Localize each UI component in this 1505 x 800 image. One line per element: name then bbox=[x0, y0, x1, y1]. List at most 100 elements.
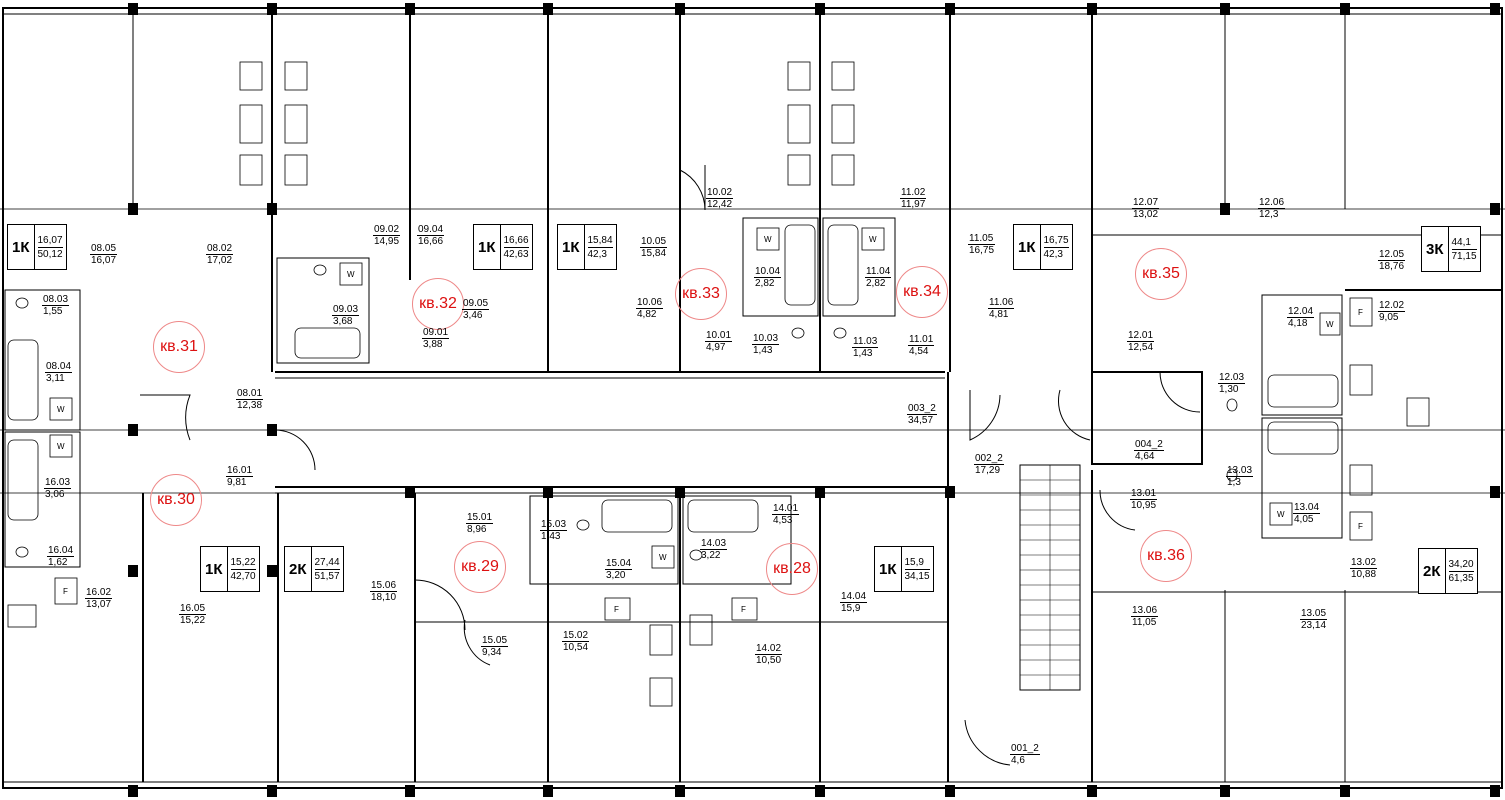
room-area: 1,62 bbox=[48, 557, 68, 568]
door-swing bbox=[964, 719, 1011, 766]
fridge bbox=[284, 104, 308, 144]
fridge-glyph: F bbox=[1358, 522, 1363, 531]
room-area: 18,10 bbox=[371, 592, 397, 603]
room-area: 14,95 bbox=[374, 236, 400, 247]
room-code: 16.03 bbox=[44, 477, 72, 489]
room-code: 08.02 bbox=[206, 243, 234, 255]
fridge bbox=[1349, 297, 1373, 327]
door-swing bbox=[969, 390, 1001, 441]
room-area: 23,14 bbox=[1301, 620, 1327, 631]
room-area: 8,96 bbox=[467, 524, 487, 535]
bathroom bbox=[742, 217, 819, 317]
room-code: 16.05 bbox=[179, 603, 207, 615]
room-code: 10.05 bbox=[640, 236, 668, 248]
room-area: 10,88 bbox=[1351, 569, 1377, 580]
stove bbox=[284, 61, 308, 91]
room-area: 4,54 bbox=[909, 346, 929, 357]
door-swing bbox=[1159, 371, 1201, 413]
toilet bbox=[689, 549, 703, 561]
room-area: 4,81 bbox=[989, 309, 1009, 320]
bathtub bbox=[784, 224, 816, 306]
door-swing bbox=[1099, 489, 1136, 531]
door-swing bbox=[274, 429, 316, 471]
washer bbox=[1319, 312, 1341, 336]
room-code: 13.03 bbox=[1226, 465, 1254, 477]
room-code: 12.07 bbox=[1132, 197, 1160, 209]
room-area: 3,88 bbox=[423, 339, 443, 350]
room-code: 15.05 bbox=[481, 635, 509, 647]
fixture-glyphs: W W W W W W W W F F F F F bbox=[57, 235, 1363, 614]
washer bbox=[49, 397, 73, 421]
room-area: 11,97 bbox=[901, 199, 926, 210]
room-area: 4,82 bbox=[637, 309, 657, 320]
room-code: 10.02 bbox=[706, 187, 734, 199]
room-code: 15.01 bbox=[466, 512, 494, 524]
walls bbox=[0, 7, 1505, 789]
washer bbox=[49, 434, 73, 458]
room-code: 08.05 bbox=[90, 243, 118, 255]
washer-glyph: W bbox=[57, 442, 65, 451]
room-area: 16,07 bbox=[91, 255, 117, 266]
fridge bbox=[1349, 511, 1373, 541]
sink bbox=[7, 604, 37, 628]
washer-glyph: W bbox=[57, 405, 65, 414]
washer bbox=[861, 227, 885, 251]
room-code: 09.05 bbox=[462, 298, 490, 310]
washer bbox=[756, 227, 780, 251]
sink bbox=[787, 154, 811, 186]
washer-glyph: W bbox=[869, 235, 877, 244]
room-code: 11.01 bbox=[908, 334, 935, 346]
room-area: 2,82 bbox=[755, 278, 775, 289]
room-code: 14.01 bbox=[772, 503, 800, 515]
room-code: 16.01 bbox=[226, 465, 254, 477]
fridge bbox=[239, 104, 263, 144]
room-code: 10.06 bbox=[636, 297, 664, 309]
room-area: 34,57 bbox=[908, 415, 934, 426]
room-area: 1,3 bbox=[1227, 477, 1241, 488]
room-code: 15.03 bbox=[540, 519, 568, 531]
room-area: 17,29 bbox=[975, 465, 1001, 476]
room-area: 4,53 bbox=[773, 515, 793, 526]
room-area: 4,64 bbox=[1135, 451, 1155, 462]
stair-treads bbox=[1020, 465, 1080, 690]
apartment-label-kv32: кв.32 bbox=[412, 278, 464, 330]
room-code: 12.05 bbox=[1378, 249, 1406, 261]
bathroom bbox=[276, 257, 370, 364]
room-area: 3,22 bbox=[701, 550, 721, 561]
room-area: 17,02 bbox=[207, 255, 233, 266]
apartment-label-kv36: кв.36 bbox=[1140, 530, 1192, 582]
bathtub bbox=[7, 339, 39, 421]
bathroom bbox=[4, 289, 81, 431]
bathtub bbox=[687, 499, 759, 533]
room-area: 12,54 bbox=[1128, 342, 1154, 353]
bathroom bbox=[822, 217, 896, 317]
sink bbox=[1349, 364, 1373, 396]
toilet bbox=[313, 264, 327, 276]
room-area: 4,05 bbox=[1294, 514, 1314, 525]
room-area: 1,55 bbox=[43, 306, 63, 317]
door-swing bbox=[679, 165, 706, 211]
room-code: 08.01 bbox=[236, 388, 264, 400]
toilet bbox=[576, 519, 590, 531]
